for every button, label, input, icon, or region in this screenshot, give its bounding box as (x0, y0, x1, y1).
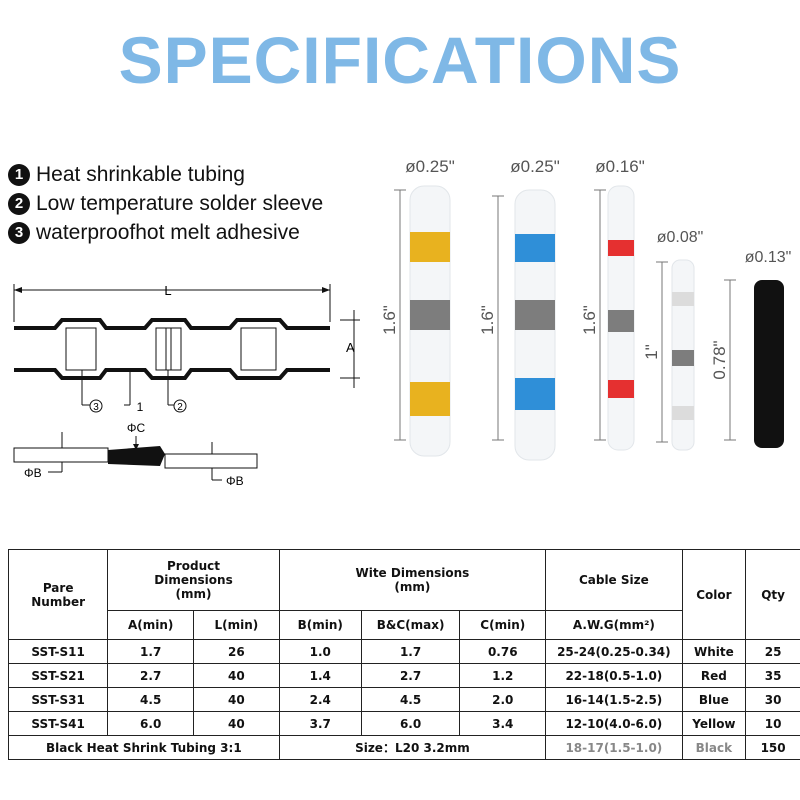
legend-label: Low temperature solder sleeve (36, 191, 324, 215)
subheader-b-min: B(min) (278, 610, 362, 640)
table-row: SST-S11 1.7 26 1.0 1.7 0.76 25-24(0.25-0… (7, 639, 800, 664)
phi-c-label: ΦC (127, 421, 146, 435)
product-black-tubing: ø0.13" 0.78" (710, 249, 791, 448)
table-footer-row: Black Heat Shrink Tubing 3:1 Size：L20 3.… (8, 735, 800, 760)
table-subheader-row: A(min) L(min) B(min) B&C(max) C(min) A.W… (9, 610, 800, 640)
callout-1-label: 1 (137, 400, 144, 414)
svg-text:ø0.13": ø0.13" (745, 249, 792, 266)
length-label: L (164, 283, 171, 298)
specification-table: Pare Number Product Dimensions (mm) Wite… (7, 549, 800, 760)
svg-text:1": 1" (642, 344, 661, 360)
table-header-row: Pare Number Product Dimensions (mm) Wite… (7, 549, 800, 640)
svg-text:ø0.25": ø0.25" (510, 157, 560, 176)
phi-b-right-label: ΦB (226, 474, 244, 488)
footer-awg: 18-17(1.5-1.0) (545, 735, 683, 760)
svg-text:ø0.08": ø0.08" (657, 229, 704, 246)
svg-text:ø0.25": ø0.25" (405, 157, 455, 176)
subheader-bc-max: B&C(max) (360, 610, 461, 640)
black-tube-icon (754, 280, 784, 448)
phi-b-left-label: ΦB (24, 466, 42, 480)
svg-text:1.6": 1.6" (478, 305, 497, 335)
product-blue-connector: ø0.25" 1.6" (478, 157, 560, 461)
svg-text:2: 2 (177, 402, 183, 413)
svg-text:1.6": 1.6" (580, 305, 599, 335)
footer-color: Black (681, 735, 747, 760)
legend-item: 1 Heat shrinkable tubing (8, 160, 323, 189)
svg-text:0.78": 0.78" (710, 340, 729, 379)
callout-2-icon (173, 399, 187, 413)
solder-joint (108, 446, 165, 466)
footer-qty: 150 (745, 735, 800, 760)
legend-label: Heat shrinkable tubing (36, 162, 245, 186)
product-red-connector: ø0.16" 1.6" (580, 157, 645, 451)
page-title: SPECIFICATIONS (118, 23, 682, 97)
header-product-dimensions: Product Dimensions (mm) (107, 549, 280, 611)
diameter-label: A (346, 340, 355, 355)
number-badge-icon: 2 (8, 192, 30, 215)
number-badge-icon: 1 (8, 163, 30, 186)
band-icon (410, 232, 450, 262)
table-row: SST-S31 4.5 40 2.4 4.5 2.0 16-14(1.5-2.5… (7, 687, 800, 712)
subheader-l-min: L(min) (193, 610, 280, 640)
header-cable-size: Cable Size (545, 549, 683, 611)
product-lineup: ø0.25" 1.6" ø0.25" 1.6" ø0.16" 1.6" ø0.0… (380, 157, 791, 461)
legend-item: 3 waterproofhot melt adhesive (8, 218, 323, 247)
svg-text:3: 3 (93, 402, 99, 413)
header-color: Color (681, 549, 747, 640)
footer-product-name: Black Heat Shrink Tubing 3:1 (8, 735, 280, 760)
header-wite-dimensions: Wite Dimensions (mm) (278, 549, 547, 611)
product-white-connector: ø0.08" 1" (642, 229, 704, 451)
header-qty: Qty (745, 549, 800, 640)
svg-text:ø0.16": ø0.16" (595, 157, 645, 176)
legend-item: 2 Low temperature solder sleeve (8, 189, 323, 218)
component-legend: 1 Heat shrinkable tubing 2 Low temperatu… (8, 160, 323, 247)
footer-size: Size：L20 3.2mm (278, 735, 547, 760)
legend-label: waterproofhot melt adhesive (36, 220, 300, 244)
right-wire (164, 453, 258, 469)
left-wire (13, 447, 109, 463)
header-pare-number: Pare Number (7, 549, 109, 640)
callout-3-icon (89, 399, 103, 413)
table-row: SST-S41 6.0 40 3.7 6.0 3.4 12-10(4.0-6.0… (7, 711, 800, 736)
table-row: SST-S21 2.7 40 1.4 2.7 1.2 22-18(0.5-1.0… (7, 663, 800, 688)
subheader-a-min: A(min) (107, 610, 195, 640)
subheader-c-min: C(min) (459, 610, 547, 640)
product-yellow-connector: ø0.25" 1.6" (380, 157, 455, 457)
tube-cross-section (14, 318, 330, 380)
subheader-awg: A.W.G(mm²) (545, 610, 683, 640)
number-badge-icon: 3 (8, 221, 30, 244)
svg-text:1.6": 1.6" (380, 305, 399, 335)
connector-diagram: L A 3 1 2 ΦC ΦB ΦB (13, 283, 360, 488)
